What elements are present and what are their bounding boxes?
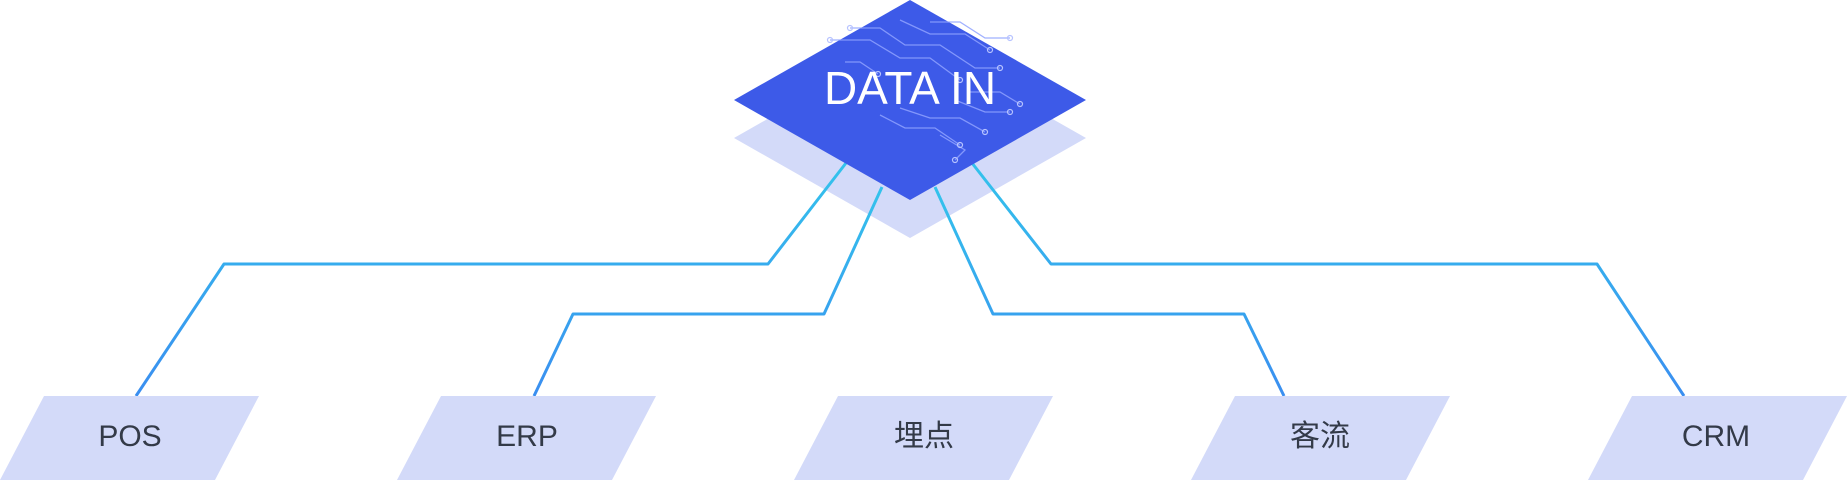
- node-label-erp: ERP: [496, 420, 558, 453]
- node-shape: [1588, 396, 1847, 480]
- node-label-tracking: 埋点: [894, 420, 954, 453]
- connectors: [134, 162, 1686, 397]
- source-node-tracking: 埋点: [794, 396, 1053, 480]
- circuit-pattern-icon: [826, 19, 1024, 164]
- source-node-erp: ERP: [397, 396, 656, 480]
- source-node-crm: CRM: [1588, 396, 1847, 480]
- connector-traffic: [933, 186, 1286, 397]
- node-shape: [0, 396, 259, 480]
- node-shape: [794, 396, 1053, 480]
- hub: DATA IN: [734, 0, 1086, 200]
- node-shape: [397, 396, 656, 480]
- source-node-pos: POS: [0, 396, 259, 480]
- node-label-crm: CRM: [1682, 420, 1750, 453]
- node-label-traffic: 客流: [1290, 420, 1350, 453]
- hub-label: DATA IN: [824, 62, 996, 114]
- hub-diamond: [734, 0, 1086, 200]
- connector-pos: [134, 162, 848, 397]
- node-shape: [1191, 396, 1450, 480]
- connector-erp: [532, 186, 884, 397]
- source-node-traffic: 客流: [1191, 396, 1450, 480]
- connector-crm: [970, 162, 1686, 397]
- node-label-pos: POS: [98, 420, 161, 453]
